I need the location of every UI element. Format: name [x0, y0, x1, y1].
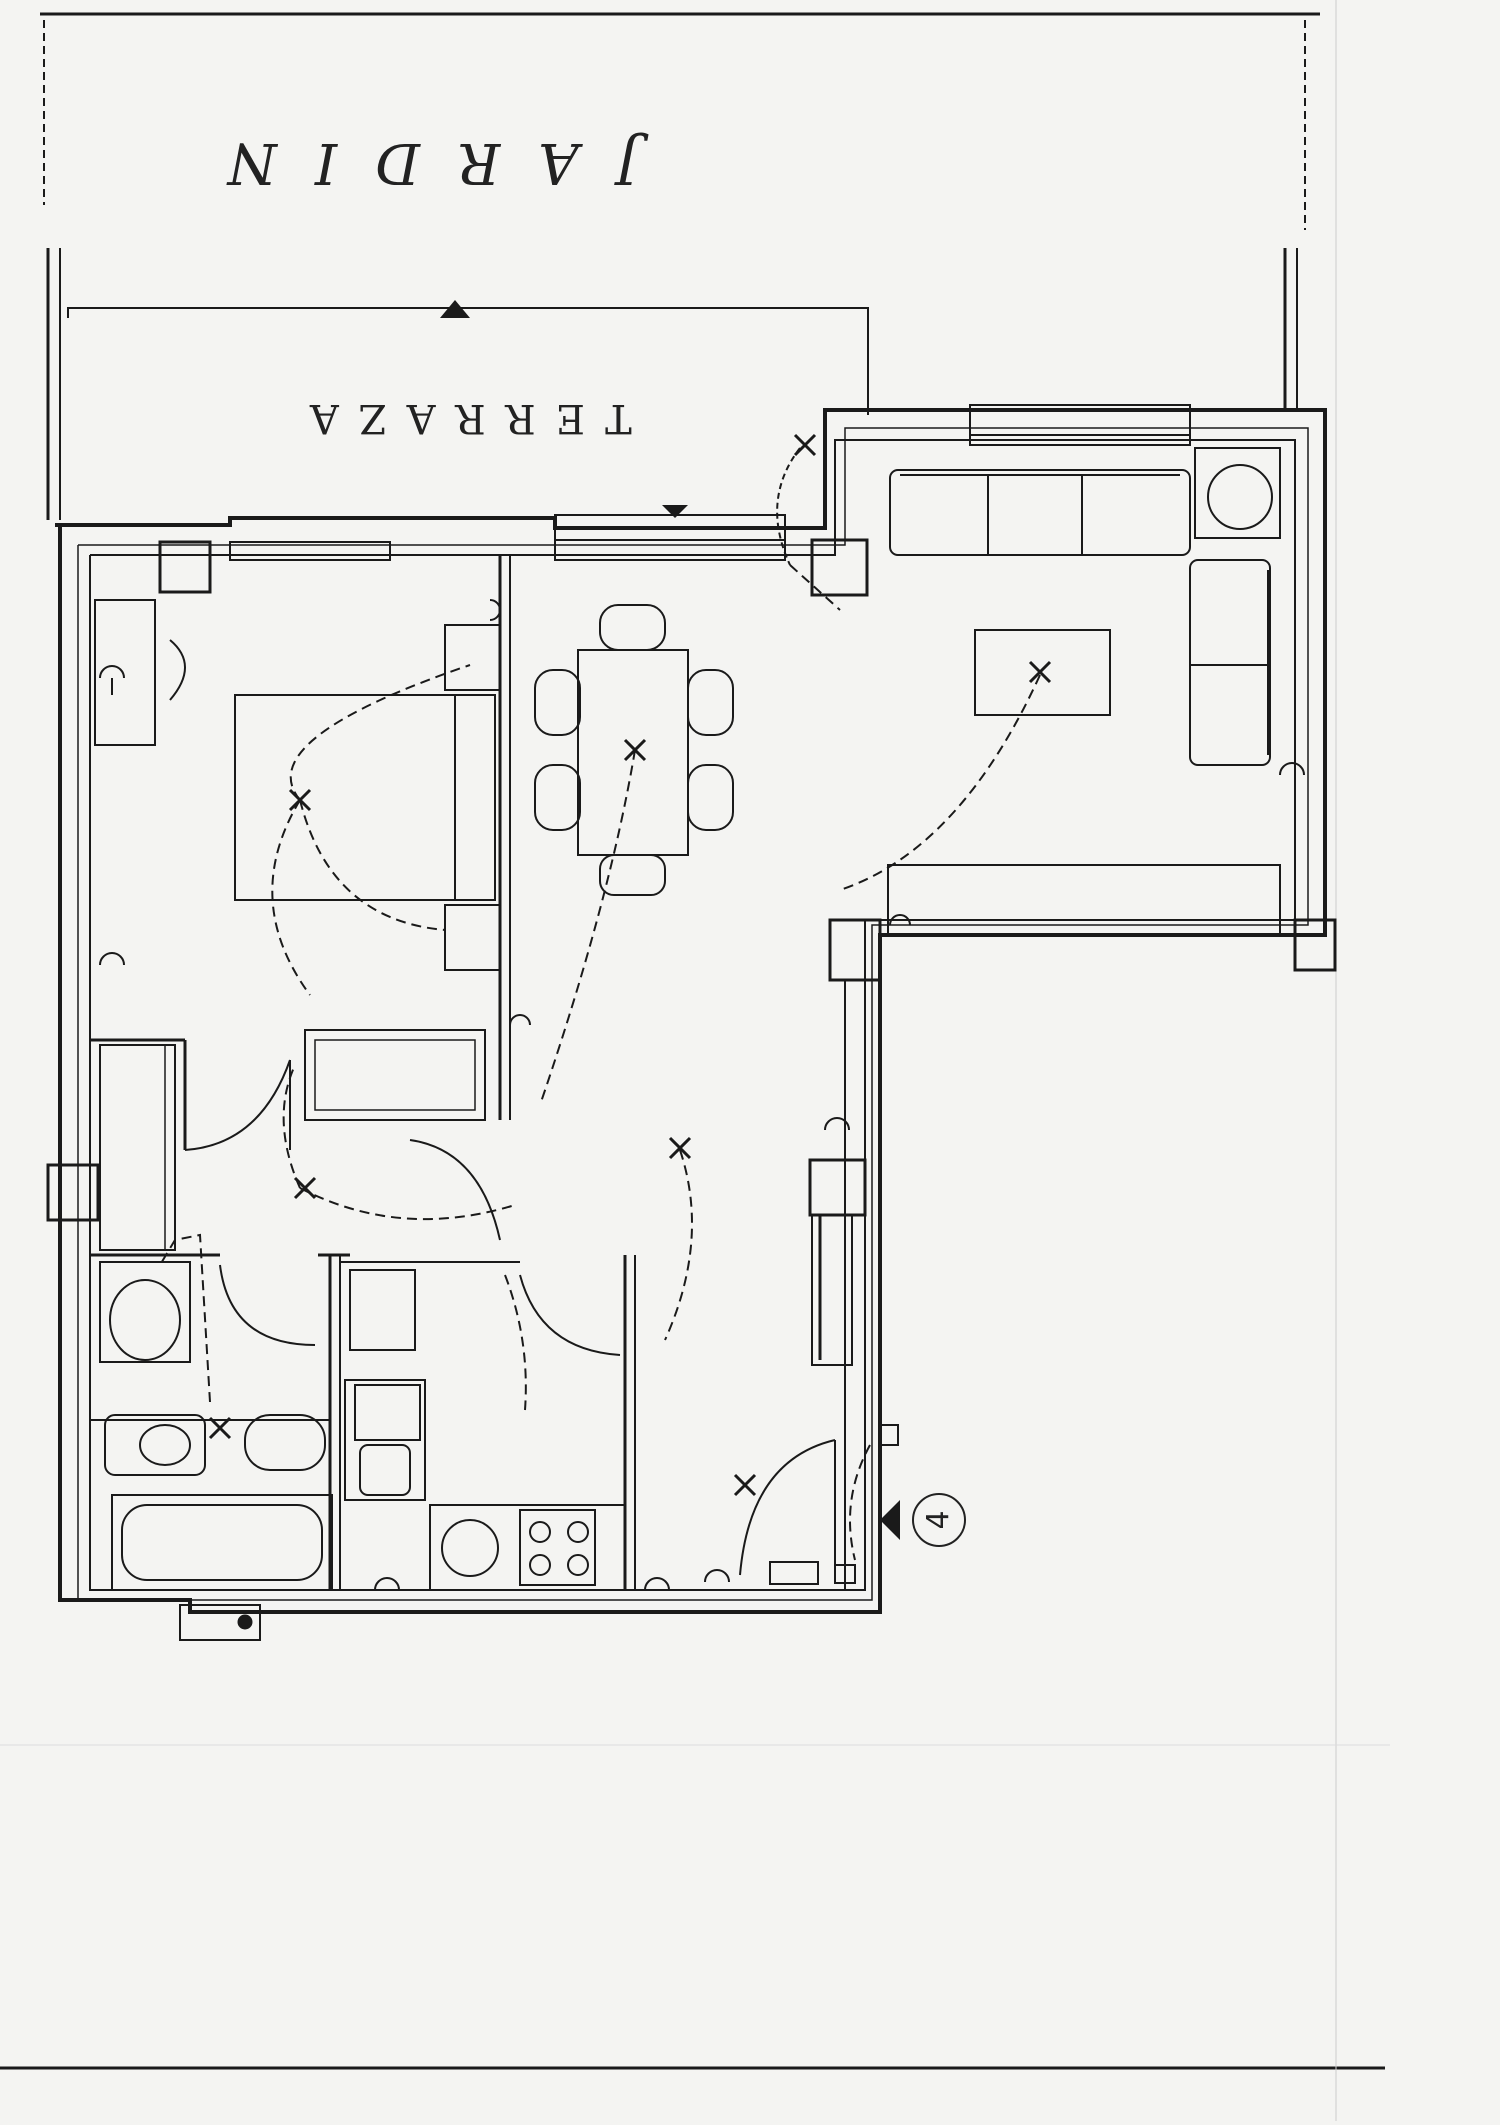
chair — [687, 669, 734, 736]
column — [158, 540, 212, 594]
chair — [599, 604, 666, 651]
washbasin — [109, 1279, 181, 1361]
door-swing — [184, 1059, 291, 1151]
wardrobe — [304, 1029, 486, 1121]
sofa — [889, 469, 1191, 556]
chair — [599, 854, 666, 896]
entrance-door-swing — [739, 1439, 836, 1576]
window-dining — [554, 514, 786, 561]
chair — [687, 764, 734, 831]
kitchen-worktop — [429, 1504, 626, 1591]
chair — [534, 764, 581, 831]
door-swing — [519, 1274, 621, 1356]
double-bed — [234, 694, 496, 901]
sideboard — [887, 864, 1281, 936]
wardrobe — [99, 1044, 176, 1251]
fridge — [349, 1269, 416, 1351]
terrace-label: TERRAZA — [290, 395, 632, 441]
armchair — [1194, 447, 1281, 539]
nightstand — [444, 904, 501, 971]
outlets — [99, 599, 1305, 1591]
washing-machine — [441, 1519, 499, 1577]
bath-vent — [179, 1604, 261, 1641]
bathtub — [111, 1494, 333, 1591]
entrance-number-badge: 4 — [912, 1493, 966, 1547]
wardrobe — [94, 599, 156, 746]
garden-label: JARDIN — [190, 130, 640, 195]
window-living — [969, 404, 1191, 446]
sofa — [1189, 559, 1271, 766]
kitchen-counter — [344, 1379, 426, 1501]
column — [810, 538, 869, 597]
terrace-door-swing — [776, 447, 801, 566]
electrical-panel — [769, 1561, 819, 1585]
cooktop — [519, 1509, 596, 1586]
nightstand — [444, 624, 501, 691]
door-swing — [409, 1139, 501, 1241]
bidet — [244, 1414, 326, 1471]
entrance-arrow — [880, 1500, 900, 1540]
washbasin-counter — [99, 1261, 191, 1363]
chair — [534, 669, 581, 736]
toilet — [104, 1414, 206, 1476]
door-swing — [219, 1264, 316, 1346]
kitchen-sink — [359, 1444, 411, 1496]
column — [828, 918, 882, 982]
coffee-table — [974, 629, 1111, 716]
ceiling-light-points — [208, 433, 1052, 1497]
terrace-outline — [67, 307, 869, 415]
electrical-wiring — [159, 564, 1041, 1561]
column — [808, 1158, 867, 1217]
column — [1293, 918, 1337, 972]
window-bedroom — [229, 541, 391, 561]
interior-wall-line — [89, 439, 1296, 1591]
column — [46, 1163, 100, 1222]
